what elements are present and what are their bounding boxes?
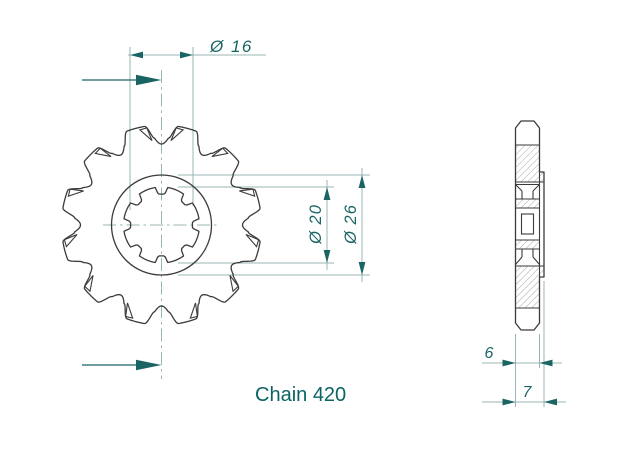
dim-label-tooth-width: 6 (485, 345, 494, 362)
arrowhead-dia16-right (180, 51, 193, 59)
arrowhead-dia26-top (358, 175, 366, 188)
tooth-chamfer-facet (170, 127, 185, 141)
tooth-chamfer-facet (67, 188, 84, 198)
valley-slant (515, 256, 523, 265)
sprocket-outline (62, 125, 261, 325)
side-view-outline (514, 120, 545, 331)
tooth-chamfer-facet (189, 302, 198, 319)
dim-label-hub-width: 7 (523, 384, 533, 401)
arrowhead-width6-left (502, 359, 516, 367)
tooth-chamfer-facet (84, 275, 94, 293)
hatch-strip-above-bore (515, 199, 540, 208)
valley-slant (532, 184, 540, 192)
arrowhead-dia20-top (323, 187, 331, 200)
front-view (62, 125, 261, 325)
arrowhead-dia16-left (130, 51, 143, 59)
tooth-chamfer-facet (63, 233, 78, 248)
tooth-chamfer-facet (138, 127, 153, 141)
pointer-arrowhead-bottom (136, 359, 162, 371)
tooth-chamfer-facet (94, 147, 112, 158)
dim-label-dia26: Ø 26 (342, 204, 360, 245)
bore-inner-rect (520, 213, 535, 235)
arrowhead-dia20-bottom (323, 250, 331, 263)
hatch-region-lower-step (539, 266, 544, 277)
hatch-strip-below-bore (515, 240, 540, 249)
tooth-chamfer-facet (245, 233, 260, 248)
dim-label-dia16: Ø 16 (209, 37, 253, 56)
valley-slant (532, 256, 540, 265)
hatch-region-upper (515, 145, 540, 182)
dimension-arrows (130, 51, 557, 406)
tooth-chamfer-facet (125, 302, 134, 319)
arrowhead-width7-left (502, 398, 516, 406)
dim-label-dia20: Ø 20 (307, 204, 325, 245)
dimension-labels: Ø 16 Ø 20 Ø 26 6 7 Chain 420 (209, 37, 533, 406)
hub-circle (110, 174, 213, 276)
tooth-chamfer-facet (239, 188, 256, 198)
side-view (514, 120, 545, 331)
tooth-chamfer-facet (229, 275, 239, 293)
pointer-arrowhead-top (136, 74, 162, 86)
arrowhead-width7-right (544, 398, 557, 406)
chain-type-label: Chain 420 (255, 384, 346, 406)
spline-bore-outline (123, 186, 200, 264)
hatch-region-lower (515, 266, 540, 308)
arrowhead-dia26-bottom (358, 262, 366, 275)
tooth-chamfer-facet (211, 147, 229, 158)
arrowhead-width6-right (539, 359, 553, 367)
valley-slant (515, 184, 523, 192)
hatch-region-upper-step (539, 172, 544, 182)
